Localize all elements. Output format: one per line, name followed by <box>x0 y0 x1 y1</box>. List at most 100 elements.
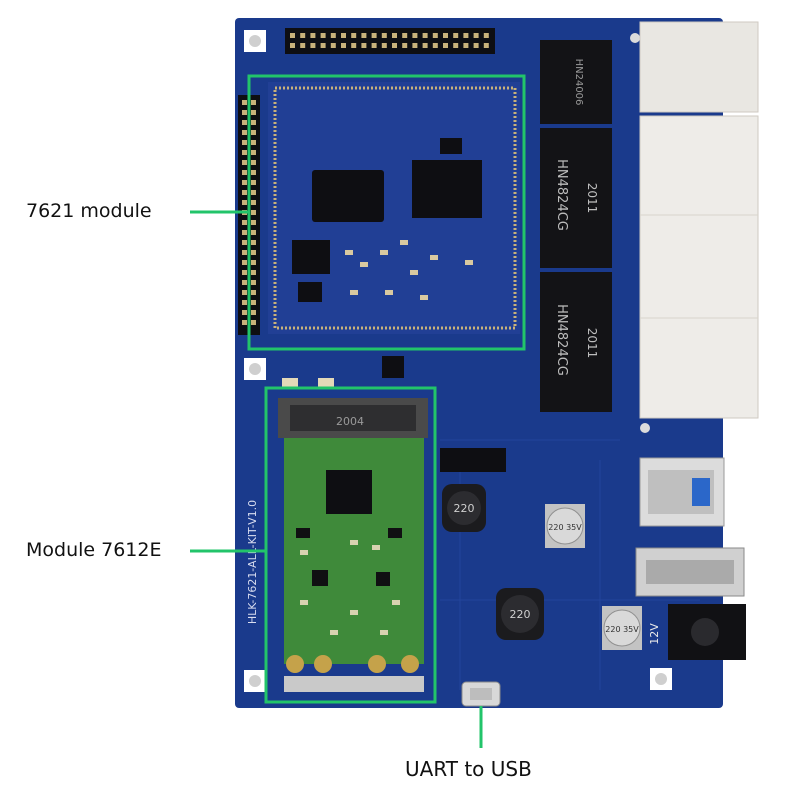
header-pin <box>310 43 316 48</box>
header-pin <box>351 33 357 38</box>
header-pin <box>251 120 256 125</box>
header-pin <box>371 43 377 48</box>
header-pin <box>473 33 479 38</box>
header-pin <box>320 43 326 48</box>
header-pin <box>290 43 295 48</box>
callout-uart-usb: UART to USB <box>405 757 532 781</box>
antenna-connectors <box>286 655 419 673</box>
electrolytic-capacitors: 220 35V 220 35V <box>545 504 642 650</box>
header-pin <box>251 170 256 175</box>
uart-usb-connector <box>461 681 501 707</box>
header-pin <box>251 260 256 265</box>
header-pin <box>242 150 247 155</box>
module-7621 <box>268 82 520 334</box>
header-pin <box>242 180 247 185</box>
header-pin <box>290 33 295 38</box>
header-pin <box>251 110 256 115</box>
header-pin <box>320 33 326 38</box>
header-pin <box>473 43 479 48</box>
header-pin <box>432 43 438 48</box>
header-pin <box>251 300 256 305</box>
header-pin <box>242 290 247 295</box>
regulator-chip <box>292 240 330 274</box>
ethernet-transformers: HN24006 HN4824CG 2011 HN4824CG 2011 <box>540 40 612 412</box>
svg-text:220: 220 <box>454 502 475 515</box>
header-pin <box>412 33 418 38</box>
header-pin <box>251 270 256 275</box>
header-pin <box>242 220 247 225</box>
memory-chip <box>412 160 482 218</box>
header-pin <box>341 33 346 38</box>
header-pin <box>242 100 247 105</box>
header-pin <box>381 43 387 48</box>
header-pin <box>251 290 256 295</box>
small-pin-header <box>440 448 506 472</box>
header-pin <box>443 33 448 38</box>
header-pin <box>251 100 256 105</box>
header-pin <box>251 310 256 315</box>
svg-text:220 35V: 220 35V <box>548 523 582 532</box>
header-pin <box>251 320 256 325</box>
header-pin <box>341 43 346 48</box>
header-pin <box>392 33 397 38</box>
header-pin <box>392 43 397 48</box>
header-pin <box>422 43 428 48</box>
header-pin <box>242 280 247 285</box>
header-pin <box>251 200 256 205</box>
header-pin <box>300 43 306 48</box>
header-pin <box>412 43 418 48</box>
header-pin <box>443 43 448 48</box>
left-pin-header <box>238 95 260 335</box>
header-pin <box>242 200 247 205</box>
header-pin <box>251 280 256 285</box>
header-pin <box>242 170 247 175</box>
kit-silkscreen: HLK-7621-ALL-KIT-V1.0 <box>246 500 259 624</box>
svg-text:2011: 2011 <box>585 183 599 214</box>
header-pin <box>361 33 367 38</box>
header-pin <box>242 320 247 325</box>
header-pin <box>310 33 316 38</box>
header-pin <box>330 43 336 48</box>
rj45-ports <box>639 21 759 419</box>
header-pin <box>330 33 336 38</box>
header-pin <box>483 43 489 48</box>
dc-power-jack: 12V <box>648 604 746 660</box>
svg-text:2004: 2004 <box>336 415 364 428</box>
header-pin <box>242 160 247 165</box>
header-pin <box>242 110 247 115</box>
header-pin <box>242 140 247 145</box>
header-pin <box>242 190 247 195</box>
header-pin <box>251 240 256 245</box>
header-pin <box>242 120 247 125</box>
header-pin <box>242 130 247 135</box>
header-pin <box>371 33 377 38</box>
svg-text:HN24006: HN24006 <box>573 59 584 106</box>
callout-7612e-module: Module 7612E <box>26 539 162 561</box>
usb-ports <box>635 457 745 597</box>
top-pin-header <box>285 28 495 54</box>
header-pin <box>251 230 256 235</box>
top-smd-parts <box>282 356 404 388</box>
header-pin <box>242 310 247 315</box>
callout-7621-module: 7621 module <box>26 200 152 222</box>
header-pin <box>300 33 306 38</box>
header-pin <box>381 33 387 38</box>
svg-text:HN4824CG: HN4824CG <box>554 304 569 376</box>
header-pin <box>453 33 459 38</box>
header-pin <box>251 190 256 195</box>
header-pin <box>463 33 469 38</box>
header-pin <box>453 43 459 48</box>
header-pin <box>251 220 256 225</box>
header-pin <box>251 130 256 135</box>
svg-text:HN4824CG: HN4824CG <box>554 159 569 231</box>
svg-text:2011: 2011 <box>585 328 599 359</box>
header-pin <box>251 150 256 155</box>
mounting-holes <box>244 30 672 692</box>
header-pin <box>242 260 247 265</box>
header-pin <box>242 300 247 305</box>
header-pin <box>251 250 256 255</box>
main-soc-chip <box>312 170 384 222</box>
header-pin <box>422 33 428 38</box>
header-pin <box>242 230 247 235</box>
